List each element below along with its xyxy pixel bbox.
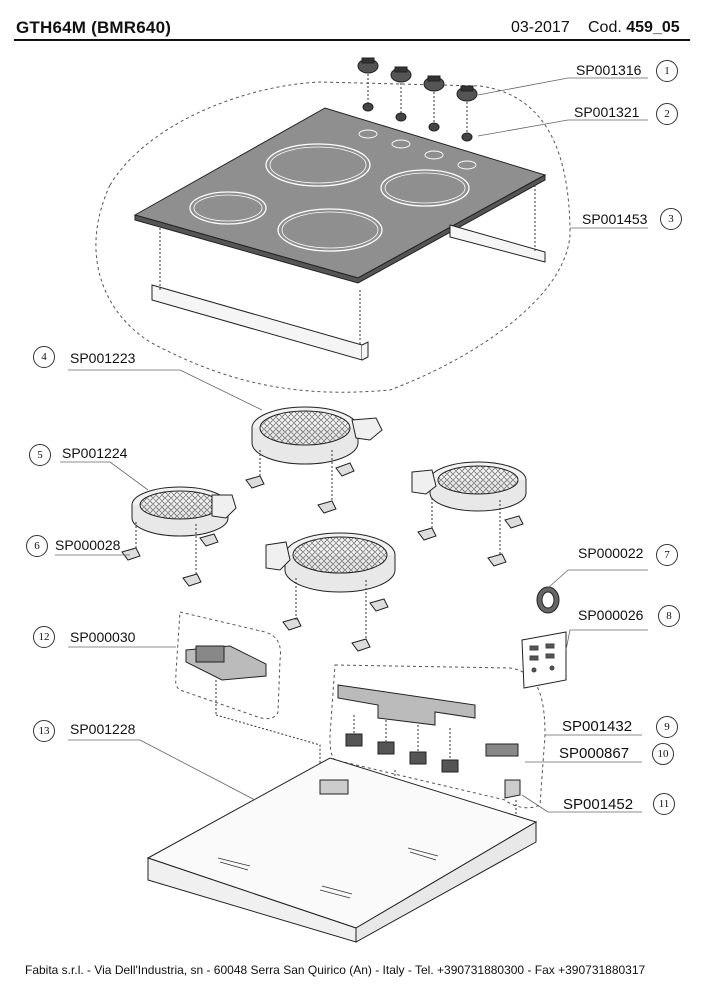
part-code-13: SP001228: [70, 721, 136, 737]
knob-seal-set: [362, 102, 473, 142]
part-number-11: 11: [653, 793, 675, 815]
glass-top-rail-front: [151, 284, 369, 361]
cod-label: Cod.: [588, 19, 622, 36]
limiter-group-outline: [175, 611, 281, 720]
knob-set: [357, 57, 478, 102]
part-number-9: 9: [656, 716, 678, 738]
fixing-kit-bag: [521, 631, 567, 689]
part-code-8: SP000026: [578, 607, 644, 623]
glass-top-rail-back: [449, 224, 546, 263]
part-code-10: SP000867: [559, 745, 630, 762]
heating-element-large: [251, 406, 383, 465]
header-rule: [14, 39, 690, 41]
part-number-2: 2: [656, 103, 678, 125]
part-number-3: 3: [660, 208, 682, 230]
model-title: GTH64M (BMR640): [16, 18, 172, 37]
part-code-1: SP001316: [576, 62, 642, 78]
part-code-4: SP001223: [70, 350, 136, 366]
part-number-10: 10: [652, 743, 674, 765]
part-code-3: SP001453: [582, 211, 648, 227]
part-code-5: SP001224: [62, 445, 128, 461]
bottom-housing: [146, 757, 538, 943]
heating-element-small: [131, 486, 237, 537]
control-bracket: [337, 684, 476, 726]
part-code-9: SP001432: [562, 718, 633, 735]
part-number-13: 13: [33, 720, 55, 742]
glass-top-group-outline: [95, 81, 571, 393]
spring-clip-set: [121, 462, 524, 652]
heating-element-front: [265, 532, 396, 593]
glass-ceramic-top: [133, 107, 547, 284]
part-code-7: SP000022: [578, 545, 644, 561]
knob-ring: [536, 586, 560, 614]
part-number-12: 12: [33, 626, 55, 648]
part-code-11: SP001452: [563, 796, 634, 813]
part-number-4: 4: [33, 346, 55, 368]
control-group-outline: [329, 664, 546, 809]
company-footer: Fabita s.r.l. - Via Dell'Industria, sn -…: [25, 963, 646, 977]
switch-set: [345, 733, 519, 773]
part-number-1: 1: [656, 60, 678, 82]
part-number-8: 8: [658, 605, 680, 627]
document-date: 03-2017: [511, 19, 570, 36]
part-number-7: 7: [656, 544, 678, 566]
part-number-5: 5: [29, 444, 51, 466]
cod-value: 459_05: [626, 19, 680, 36]
part-code-2: SP001321: [574, 104, 640, 120]
energy-regulator: [185, 645, 267, 681]
heating-element-right: [411, 461, 527, 512]
part-number-6: 6: [26, 535, 48, 557]
document-code: Cod. 459_05: [588, 19, 680, 37]
part-code-6: SP000028: [55, 537, 121, 553]
switch-bracket: [504, 779, 521, 799]
part-code-12: SP000030: [70, 629, 136, 645]
